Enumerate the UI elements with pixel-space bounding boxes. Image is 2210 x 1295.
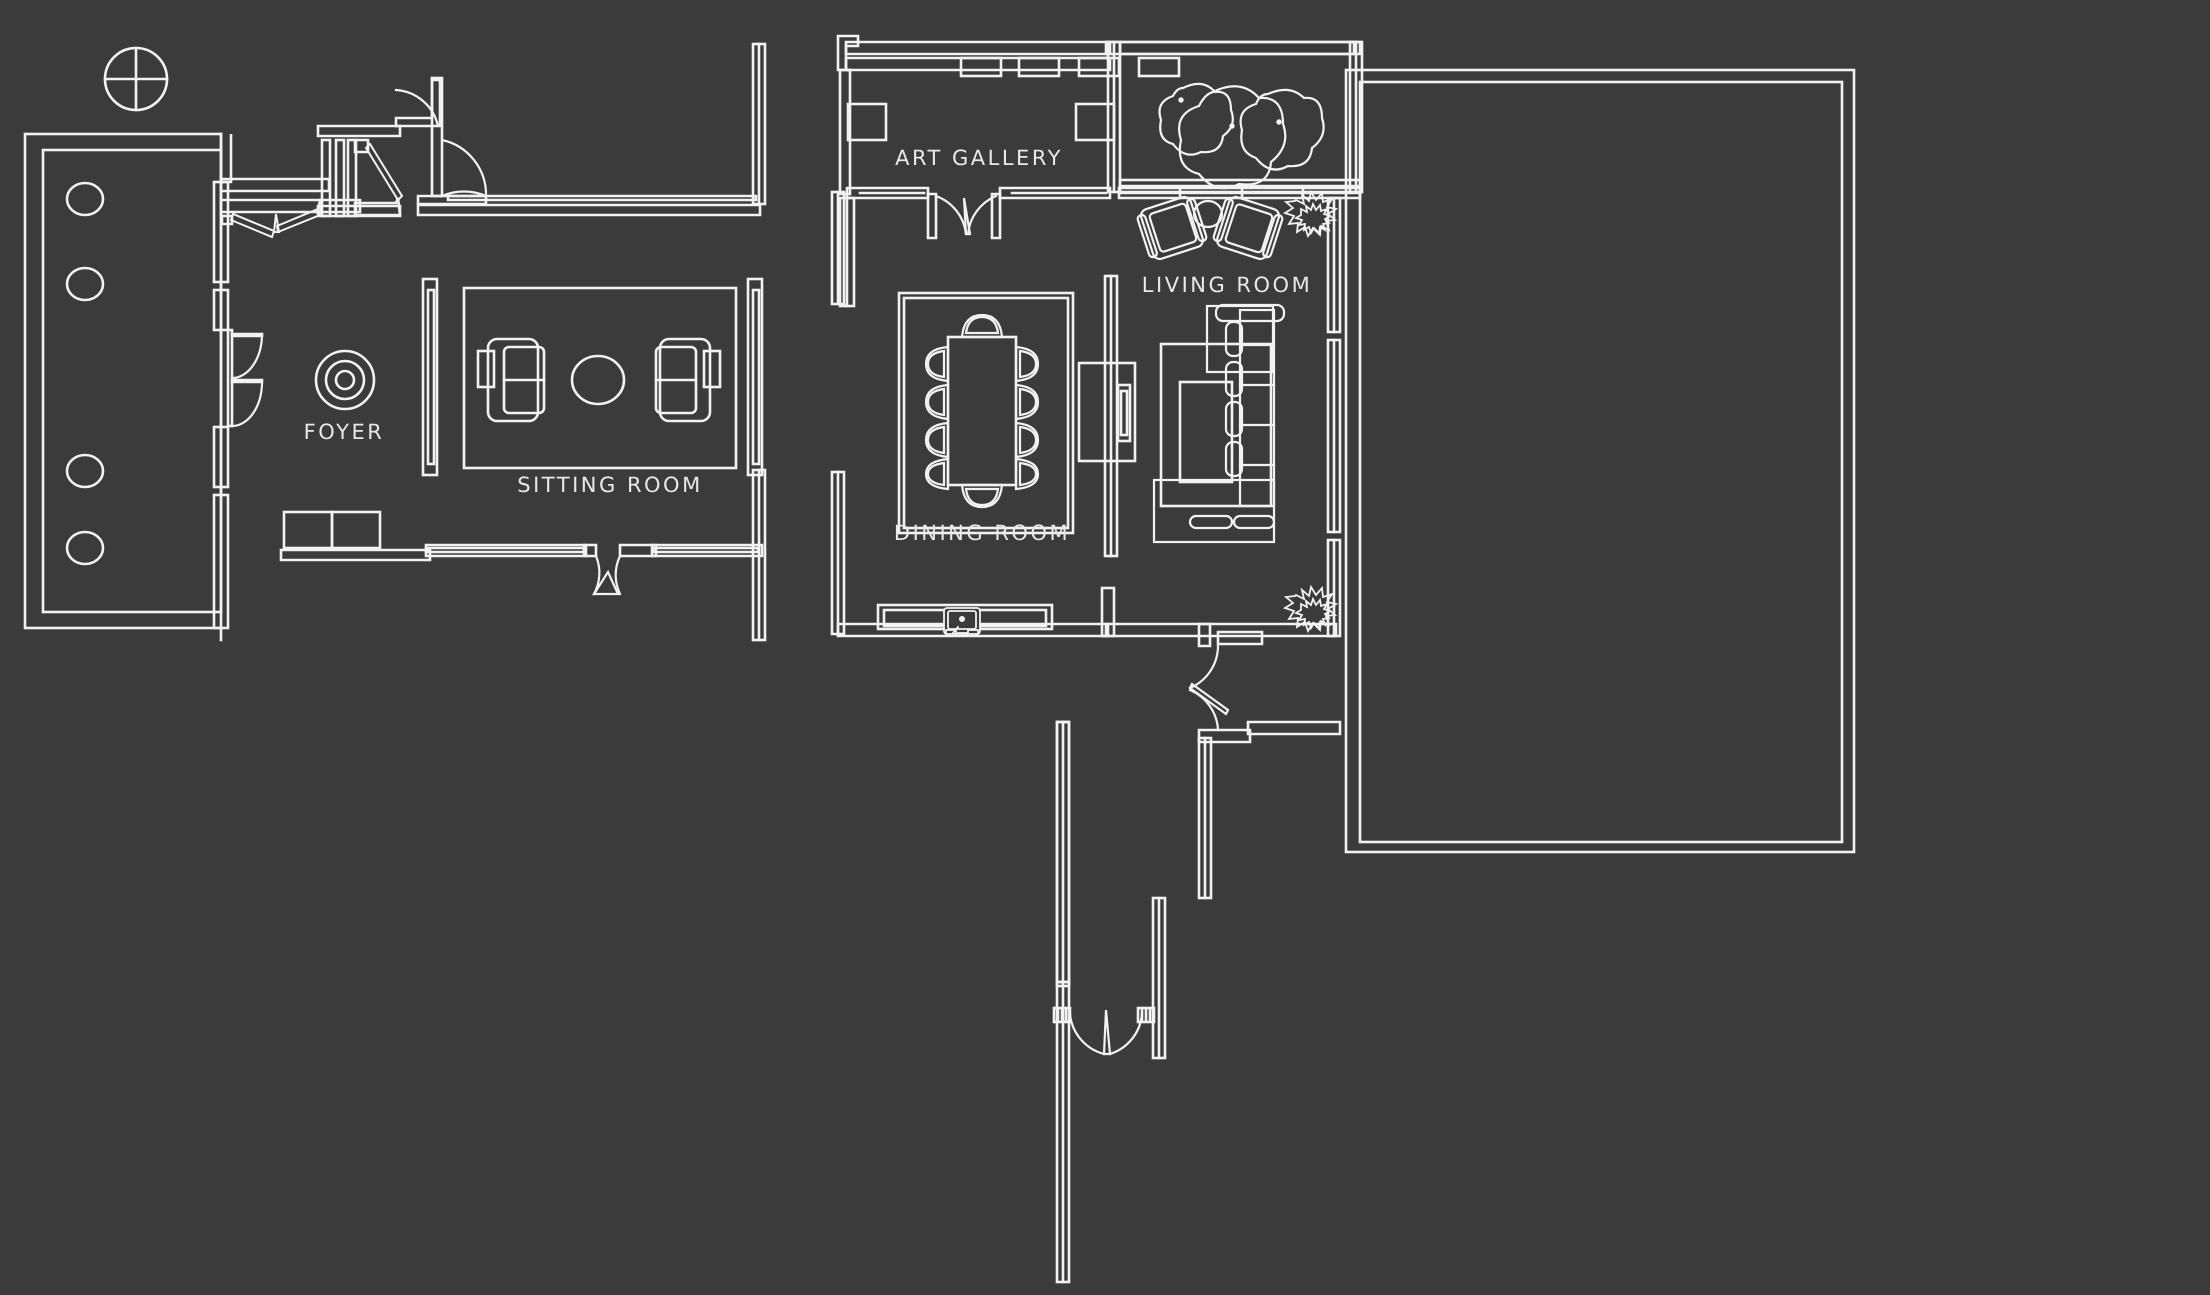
corridor-door-swing xyxy=(220,198,362,239)
sitting-room-coffee-table xyxy=(570,354,626,406)
sitting-room-rug xyxy=(462,286,738,470)
west-wing-walls xyxy=(212,76,762,642)
side-table xyxy=(1192,199,1224,229)
east-wing-outer-walls xyxy=(830,40,1364,638)
tree-canopy-cluster xyxy=(1158,82,1325,190)
pool-stepping-stone xyxy=(65,266,105,302)
pool-stepping-stone xyxy=(65,530,105,566)
north-arrow-icon xyxy=(103,46,169,112)
foyer-entry-doors xyxy=(226,328,264,428)
south-central-wall xyxy=(1055,720,1071,988)
round-foyer-table xyxy=(314,349,376,411)
sitting-room-south-door xyxy=(582,543,658,596)
shrub-lower xyxy=(1282,584,1339,634)
entry-door-top xyxy=(394,78,442,128)
stair-core xyxy=(316,124,404,218)
dining-room-rug xyxy=(897,291,1075,535)
west-wing-door xyxy=(416,76,762,217)
sitting-room-sofa-right xyxy=(654,337,722,423)
television-icon xyxy=(943,607,981,637)
room-label-sitting-room: SITTING ROOM xyxy=(517,473,703,497)
sectional-sofa xyxy=(1152,303,1286,544)
bench-left xyxy=(282,510,334,550)
reflecting-pool xyxy=(23,132,223,630)
south-swing-door xyxy=(1188,630,1342,744)
living-room-window-band xyxy=(1117,186,1362,200)
pool-stepping-stone xyxy=(65,181,105,217)
sitting-room-walls xyxy=(421,42,767,642)
bench-right xyxy=(330,510,382,550)
shrub-upper xyxy=(1282,189,1339,239)
console-cabinet xyxy=(1077,361,1137,463)
east-terrace xyxy=(1344,68,1856,854)
south-corridor-walls xyxy=(1055,622,1342,984)
dining-living-partition xyxy=(1077,274,1137,558)
dining-table xyxy=(946,335,1018,487)
room-label-art-gallery: ART GALLERY xyxy=(895,146,1063,170)
pool-stepping-stone xyxy=(65,453,105,489)
room-label-foyer: FOYER xyxy=(303,420,385,444)
bottom-double-doors xyxy=(1052,896,1167,1284)
west-south-walls xyxy=(279,510,764,596)
living-room-coffee-table xyxy=(1178,380,1234,484)
gallery-window-bank xyxy=(959,56,1181,78)
armchair-pair xyxy=(1136,195,1284,261)
room-label-dining-room: DINING ROOM xyxy=(893,521,1071,545)
art-panel xyxy=(846,102,888,142)
dining-chairs xyxy=(924,313,1040,509)
room-label-living-room: LIVING ROOM xyxy=(1141,273,1313,297)
sitting-room-sofa-left xyxy=(476,337,546,423)
gallery-double-doors xyxy=(926,192,1002,240)
art-gallery-walls xyxy=(836,34,1356,308)
